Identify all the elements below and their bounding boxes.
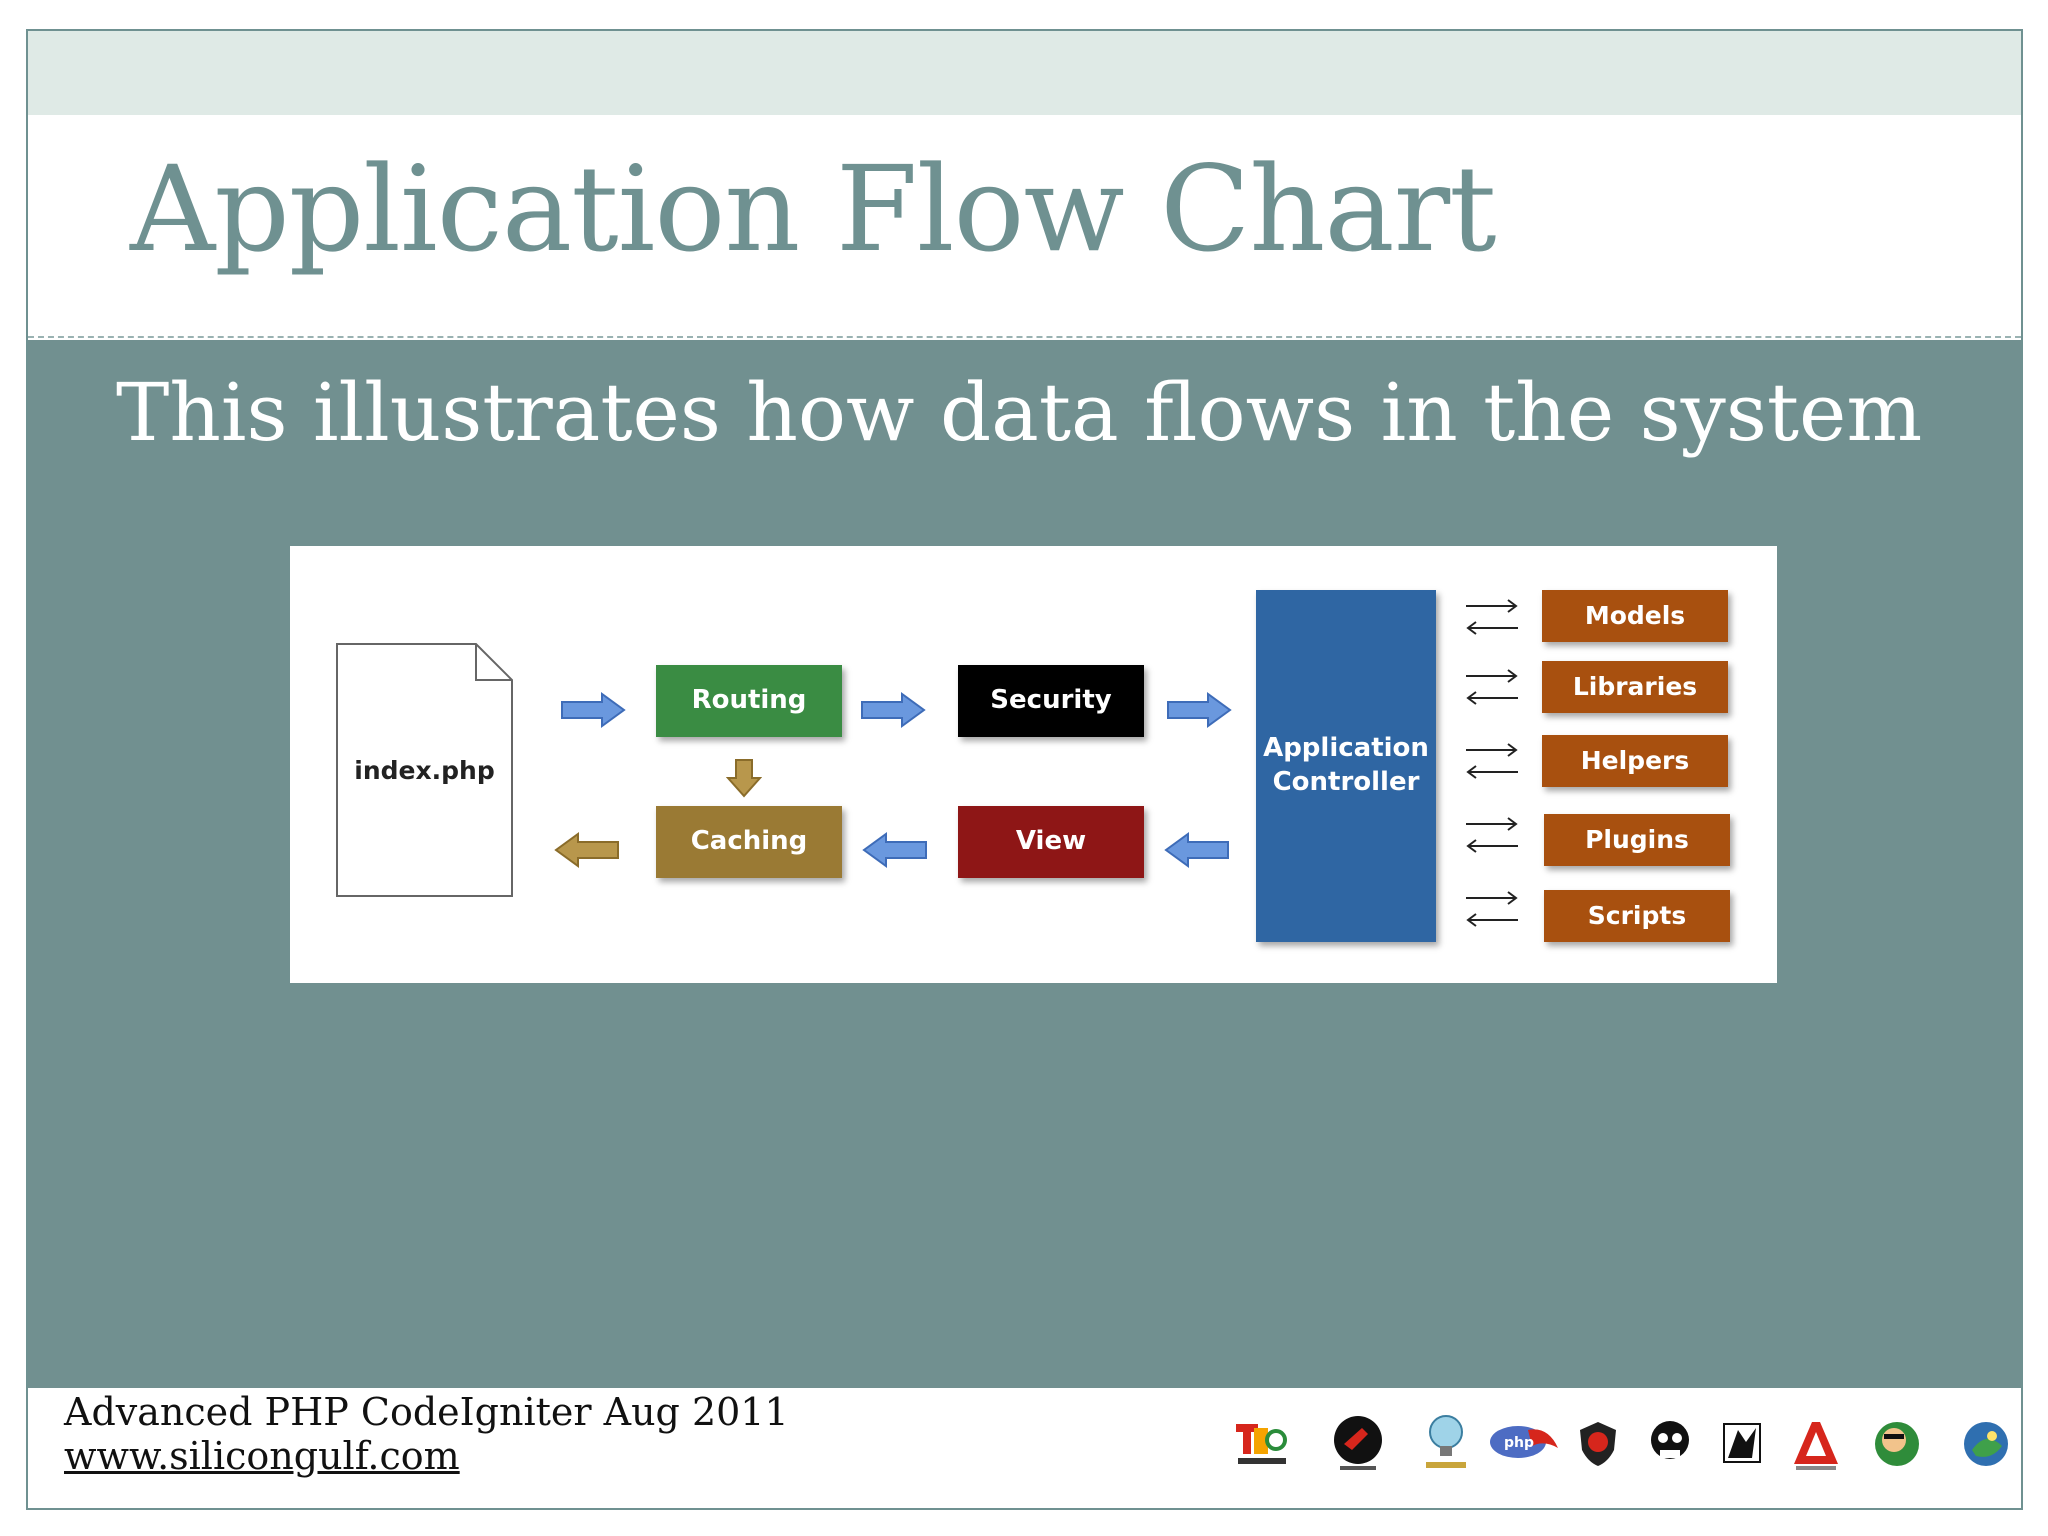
title-divider bbox=[28, 336, 2021, 338]
skull-logo-icon bbox=[1651, 1421, 1689, 1459]
footer-website-link[interactable]: www.silicongulf.com bbox=[64, 1434, 460, 1478]
caching-box: Caching bbox=[656, 806, 842, 878]
models-box: Models bbox=[1542, 590, 1728, 642]
svg-text:php: php bbox=[1504, 1435, 1534, 1451]
speaker-logo-icon bbox=[1334, 1416, 1382, 1470]
adobe-logo-icon bbox=[1794, 1422, 1838, 1470]
view-box: View bbox=[958, 806, 1144, 878]
arrow-left-icon bbox=[554, 832, 619, 868]
footer-course-text: Advanced PHP CodeIgniter Aug 2011 bbox=[64, 1390, 789, 1434]
shield-logo-icon bbox=[1580, 1422, 1616, 1466]
slide-frame bbox=[26, 29, 2023, 1510]
arrow-right-icon bbox=[561, 692, 626, 728]
globe-logo-icon bbox=[1964, 1422, 2008, 1466]
scripts-box: Scripts bbox=[1544, 890, 1730, 942]
arrow-left-icon bbox=[1164, 832, 1229, 868]
index-file-label: index.php bbox=[354, 756, 495, 785]
arrow-right-icon bbox=[1167, 692, 1232, 728]
security-box: Security bbox=[958, 665, 1144, 737]
arrow-left-icon bbox=[862, 832, 927, 868]
plugins-box: Plugins bbox=[1544, 814, 1730, 866]
slide-subtitle: This illustrates how data flows in the s… bbox=[116, 366, 1923, 459]
routing-box: Routing bbox=[656, 665, 842, 737]
bidirectional-arrows-icon bbox=[1466, 599, 1518, 927]
arrow-down-icon bbox=[726, 759, 762, 798]
libraries-box: Libraries bbox=[1542, 661, 1728, 713]
header-band bbox=[28, 31, 2021, 115]
avatar-logo-icon bbox=[1875, 1422, 1919, 1466]
ninja-logo-icon bbox=[1723, 1423, 1761, 1463]
slide-title: Application Flow Chart bbox=[130, 140, 1497, 278]
davao-ict-logo-icon bbox=[1236, 1424, 1287, 1464]
application-controller-box: Application Controller bbox=[1256, 590, 1436, 942]
arrow-right-icon bbox=[861, 692, 926, 728]
php-logo-icon: php bbox=[1490, 1426, 1558, 1458]
document-icon bbox=[336, 643, 513, 897]
flow-diagram: index.php Routing Security Caching View … bbox=[290, 546, 1777, 983]
bulb-logo-icon bbox=[1426, 1415, 1466, 1468]
helpers-box: Helpers bbox=[1542, 735, 1728, 787]
